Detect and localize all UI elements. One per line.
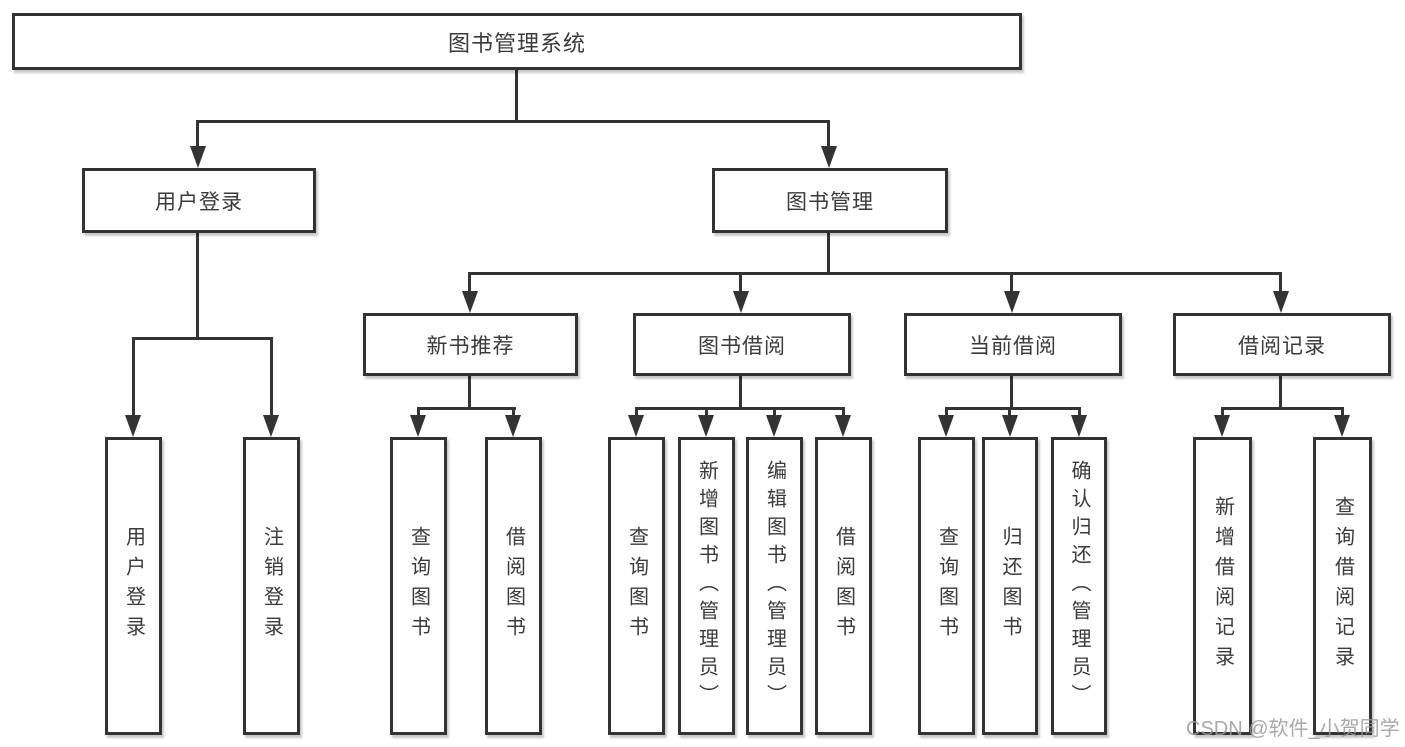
leaf-borrow-books: 借阅图书 — [815, 437, 872, 735]
node-book-borrow-label: 图书借阅 — [698, 334, 786, 358]
arrow-into-book-management — [821, 146, 837, 168]
connector-root-to-user-login — [196, 120, 199, 150]
connector-to-borrow-records — [1279, 272, 1282, 294]
node-user-login-label: 用户登录 — [155, 190, 243, 214]
connector-stub-current-3 — [1078, 407, 1081, 417]
leaf-query-books-borrow: 查询图书 — [608, 437, 665, 735]
arrow-into-leaf-add-record — [1214, 415, 1230, 437]
arrow-into-user-login — [190, 146, 206, 168]
leaf-query-books-current-label: 查询图书 — [935, 526, 958, 646]
connector-stub-records-1 — [1221, 407, 1224, 417]
node-new-book-recommend: 新书推荐 — [363, 313, 578, 376]
leaf-edit-books-admin: 编辑图书（管理员） — [746, 437, 803, 735]
connector-book-borrow-split — [635, 407, 845, 410]
leaf-query-books-current: 查询图书 — [918, 437, 975, 735]
leaf-return-books-label: 归还图书 — [999, 526, 1021, 646]
connector-root-to-book-management — [827, 120, 830, 150]
connector-borrow-records-stem — [1279, 375, 1282, 407]
connector-book-management-split — [468, 272, 1282, 275]
leaf-user-login-label: 用户登录 — [122, 526, 145, 646]
arrow-into-leaf-return-books — [1002, 415, 1018, 437]
leaf-borrow-books-recommend-label: 借阅图书 — [502, 526, 525, 646]
arrow-into-leaf-edit-books — [766, 415, 782, 437]
connector-stub-borrow-4 — [842, 407, 845, 417]
leaf-logout-label: 注销登录 — [260, 526, 283, 646]
connector-current-borrow-stem — [1010, 375, 1013, 407]
connector-stub-records-2 — [1341, 407, 1344, 417]
connector-stub-borrow-1 — [635, 407, 638, 417]
leaf-query-books-recommend: 查询图书 — [390, 437, 447, 735]
leaf-borrow-books-label: 借阅图书 — [832, 526, 855, 646]
node-borrow-records-label: 借阅记录 — [1238, 334, 1326, 358]
connector-book-borrow-stem — [739, 375, 742, 407]
arrow-into-borrow-records — [1273, 291, 1289, 313]
leaf-query-books-borrow-label: 查询图书 — [625, 526, 648, 646]
arrow-into-leaf-query-record — [1334, 415, 1350, 437]
connector-stub-borrow-2 — [705, 407, 708, 417]
connector-stub-current-1 — [945, 407, 948, 417]
leaf-user-login: 用户登录 — [105, 437, 162, 735]
arrow-into-leaf-logout — [263, 415, 279, 437]
leaf-logout: 注销登录 — [243, 437, 300, 735]
leaf-query-borrow-record-label: 查询借阅记录 — [1331, 496, 1354, 676]
csdn-watermark: CSDN @软件_小贺同学 — [1186, 718, 1400, 740]
node-current-borrow-label: 当前借阅 — [969, 334, 1057, 358]
connector-stub-current-2 — [1008, 407, 1011, 417]
leaf-return-books: 归还图书 — [982, 437, 1038, 735]
arrow-into-book-borrow — [733, 291, 749, 313]
node-book-borrow: 图书借阅 — [633, 313, 851, 376]
connector-to-new-book-recommend — [468, 272, 471, 294]
node-user-login: 用户登录 — [82, 168, 316, 233]
arrow-into-leaf-borrow-books-b — [835, 415, 851, 437]
leaf-confirm-return-admin: 确认归还（管理员） — [1051, 437, 1107, 735]
node-book-management-label: 图书管理 — [786, 190, 874, 214]
connector-stub-new-book-1 — [417, 407, 420, 417]
node-root: 图书管理系统 — [12, 13, 1022, 70]
connector-user-login-split — [132, 337, 273, 340]
leaf-add-books-admin-label: 新增图书（管理员） — [695, 460, 718, 712]
node-book-management: 图书管理 — [712, 168, 948, 233]
node-current-borrow: 当前借阅 — [904, 313, 1122, 376]
leaf-query-books-recommend-label: 查询图书 — [407, 526, 430, 646]
connector-stub-borrow-3 — [773, 407, 776, 417]
leaf-edit-books-admin-label: 编辑图书（管理员） — [763, 460, 786, 712]
leaf-add-books-admin: 新增图书（管理员） — [678, 437, 735, 735]
connector-current-borrow-split — [945, 407, 1081, 410]
leaf-add-borrow-record-label: 新增借阅记录 — [1211, 496, 1234, 676]
connector-stub-new-book-2 — [512, 407, 515, 417]
node-new-book-recommend-label: 新书推荐 — [426, 334, 515, 358]
connector-to-book-borrow — [739, 272, 742, 294]
leaf-borrow-books-recommend: 借阅图书 — [485, 437, 542, 735]
node-borrow-records: 借阅记录 — [1173, 313, 1391, 376]
arrow-into-leaf-confirm-return — [1071, 415, 1087, 437]
connector-borrow-records-split — [1221, 407, 1344, 410]
node-root-label: 图书管理系统 — [447, 30, 586, 56]
arrow-into-leaf-borrow-books-a — [505, 415, 521, 437]
arrow-into-leaf-query-books-c — [938, 415, 954, 437]
connector-to-leaf-user-login — [132, 337, 135, 417]
connector-to-current-borrow — [1010, 272, 1013, 294]
arrow-into-leaf-user-login — [125, 415, 141, 437]
connector-new-book-split — [417, 407, 516, 410]
arrow-into-leaf-add-books — [698, 415, 714, 437]
leaf-confirm-return-admin-label: 确认归还（管理员） — [1068, 460, 1090, 712]
connector-to-leaf-logout — [270, 337, 273, 417]
connector-root-stem — [515, 69, 518, 120]
arrow-into-new-book-recommend — [462, 291, 478, 313]
connector-book-management-stem — [827, 232, 830, 272]
arrow-into-leaf-query-books-b — [628, 415, 644, 437]
arrow-into-leaf-query-books-a — [410, 415, 426, 437]
connector-new-book-stem — [468, 375, 471, 407]
leaf-query-borrow-record: 查询借阅记录 — [1313, 437, 1372, 735]
leaf-add-borrow-record: 新增借阅记录 — [1193, 437, 1252, 735]
connector-root-split — [196, 120, 830, 123]
connector-user-login-stem — [196, 232, 199, 337]
arrow-into-current-borrow — [1004, 291, 1020, 313]
